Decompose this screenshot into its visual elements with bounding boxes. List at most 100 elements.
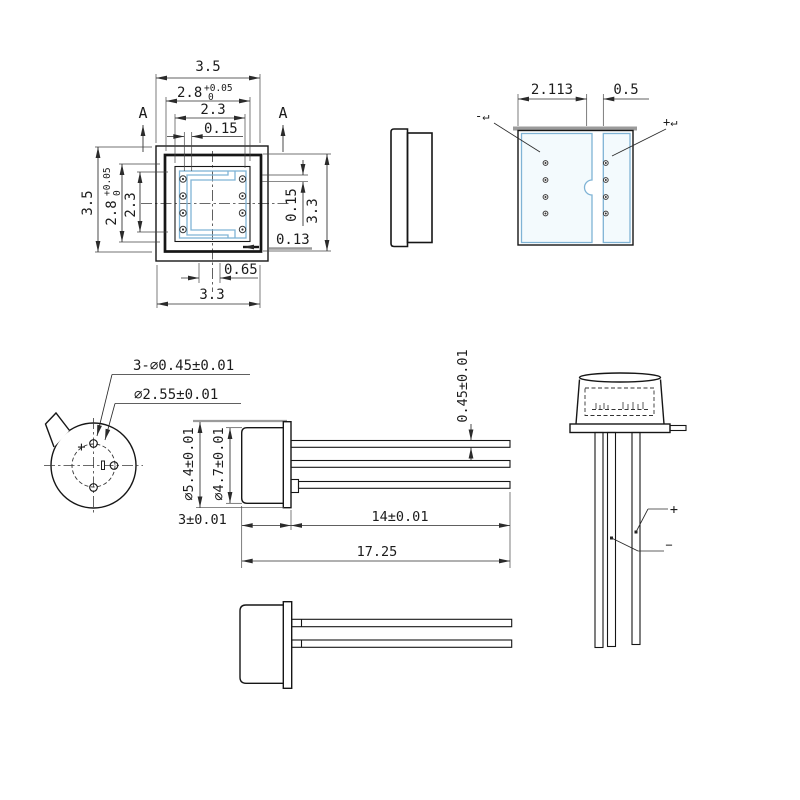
dim-inner-height-tol-upper: +0.05: [102, 167, 113, 196]
dim-trace-gap-right: 0.15: [284, 188, 300, 222]
hidden-window: [584, 387, 655, 416]
can-side-view-rotated: [239, 601, 513, 690]
section-marks: A A: [138, 104, 288, 152]
bottom-dimensions: 0.65 3.3: [156, 262, 261, 308]
pin-circle-label: ∅2.55±0.01: [134, 387, 218, 403]
dim-overall-height: 3.5: [80, 190, 96, 215]
leader-line: [104, 403, 116, 441]
chip-trace-inner: [190, 171, 236, 238]
dim-flange-diameter: ∅5.4±0.01: [181, 427, 197, 500]
leader-line: [96, 374, 113, 437]
dim-pin-length: 14±0.01: [372, 509, 429, 525]
pin-right: [631, 431, 641, 646]
flange-plate: [282, 601, 293, 690]
can-body: [239, 604, 284, 684]
section-label-left: A: [138, 104, 147, 122]
bond-pads: [179, 175, 247, 234]
can-body: [241, 427, 284, 504]
dim-can-diameter: ∅4.7±0.01: [211, 427, 227, 500]
pad-dot: [181, 177, 185, 181]
dim-inner-width: 2.8: [177, 85, 202, 101]
pin-3-seal: [290, 478, 300, 494]
base-outline: [406, 132, 433, 244]
right-dimensions: 0.15 3.3: [262, 153, 331, 252]
pad-dot: [181, 194, 185, 198]
pad-dot: [241, 194, 244, 198]
dim-inner-tol-upper: +0.05: [204, 83, 233, 94]
pin-top: [89, 439, 98, 448]
flange-tab: [669, 424, 687, 432]
dot-center: [544, 212, 547, 215]
package-top-view: 0.13 A A 3.5 2.8 +0.05 0 2.3: [80, 59, 331, 308]
positive-electrode-label: +↵: [663, 115, 677, 129]
leader-line: [611, 128, 667, 157]
side-dimensions: ∅5.4±0.01 ∅4.7±0.01 0.45±0.01 3±0.01 14±…: [178, 349, 511, 568]
section-dots: [542, 160, 609, 217]
section-outline: [517, 129, 634, 246]
dim-pad-mark: 0.13: [276, 232, 310, 248]
left-dimensions: 3.5 2.8 +0.05 0 2.3: [80, 146, 168, 253]
dim-body-width: 3.3: [199, 287, 224, 303]
dim-total-length: 17.25: [357, 544, 398, 560]
negative-pin-label: −: [665, 538, 672, 552]
flange: [569, 423, 671, 434]
dim-inner-height: 2.8: [104, 200, 120, 225]
pin-3: [297, 480, 511, 489]
package-side-view-small: [390, 128, 433, 248]
can-top-rim: [578, 372, 662, 383]
dim-cavity-width: 2.3: [200, 102, 225, 118]
dim-element-gap: 0.5: [613, 82, 638, 98]
leader-line: [611, 537, 639, 552]
dot-center: [544, 196, 547, 198]
pin-1: [291, 618, 513, 628]
pad-dot: [241, 211, 244, 215]
pin-2: [291, 639, 513, 648]
leader-line: [493, 122, 541, 153]
dim-inner-tol-lower: 0: [208, 92, 214, 103]
positive-pin-label: +: [670, 502, 678, 518]
dim-can-length: 3±0.01: [178, 512, 227, 528]
pad-dot: [181, 211, 185, 215]
cavity-outline: [174, 165, 251, 243]
flange-plate: [282, 421, 292, 509]
polarity-plus-mark: +: [77, 439, 85, 455]
dot-center: [604, 179, 607, 181]
hidden-chip-marks: [595, 402, 644, 409]
top-dimensions: 3.5 2.8 +0.05 0 2.3 0.15: [155, 59, 261, 171]
section-dimensions: 2.113 0.5: [517, 82, 649, 126]
pin-polarity-leaders: + −: [610, 502, 678, 552]
pin-bottom-view: 3-∅0.45±0.01 ∅2.55±0.01 +: [44, 358, 250, 513]
dim-cavity-height: 2.3: [123, 192, 139, 217]
dim-overall-width: 3.5: [195, 59, 220, 75]
pad-dot: [241, 177, 244, 181]
hidden-internals: [584, 387, 655, 416]
dot-center: [604, 196, 607, 198]
dim-inner-height-tol-lower: 0: [112, 190, 123, 196]
pin-diameter-label: 3-∅0.45±0.01: [133, 358, 234, 374]
pin-bottom: [89, 483, 98, 492]
dim-body-height: 3.3: [305, 198, 321, 223]
lid-outline: [390, 128, 409, 248]
pad-dot: [241, 228, 244, 231]
dot-center: [604, 212, 607, 215]
section-view-aa: 2.113 0.5 -↵ +↵: [475, 82, 677, 246]
dot-center: [544, 162, 547, 164]
polarity-leaders: -↵ +↵: [475, 109, 677, 157]
can-side-view: ∅5.4±0.01 ∅4.7±0.01 0.45±0.01 3±0.01 14±…: [178, 349, 511, 568]
can-right-side: [659, 379, 665, 425]
pad-dot: [181, 228, 185, 231]
dim-trace-gap-top: 0.15: [204, 121, 238, 137]
pin-2: [290, 459, 511, 468]
package-body-outline: [163, 153, 263, 253]
leader-line: [635, 508, 649, 533]
pin-1: [290, 439, 511, 448]
pin-left: [594, 431, 604, 649]
can-left-side: [575, 379, 581, 425]
can-front-view: + −: [569, 372, 687, 649]
dot-center: [544, 179, 547, 181]
negative-electrode-label: -↵: [475, 109, 489, 123]
section-label-right: A: [278, 104, 287, 122]
element-left: [520, 132, 593, 244]
chip-outline: [178, 170, 247, 239]
